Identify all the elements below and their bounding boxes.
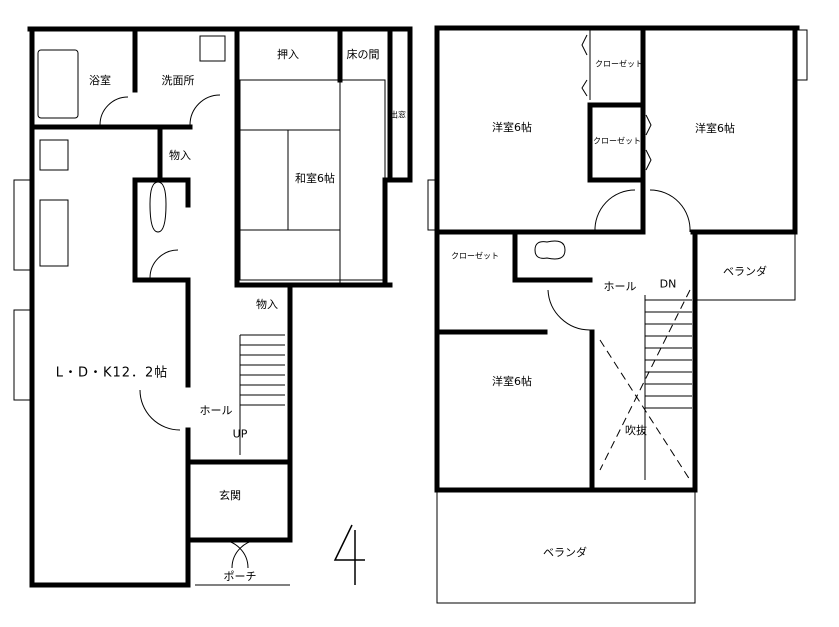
room-label-bathroom: 浴室 xyxy=(89,74,111,87)
room-label-ldk: L・D・K12．2帖 xyxy=(55,365,169,381)
room-label-balcony-large: ベランダ xyxy=(543,546,587,559)
stairs-second-floor xyxy=(644,295,692,480)
room-label-closet-top: クローゼット xyxy=(595,59,643,69)
room-label-storage-lower: 物入 xyxy=(256,298,278,311)
first-floor-details xyxy=(13,35,386,586)
room-label-porch: ポーチ xyxy=(223,570,257,583)
room-label-western-ne: 洋室6帖 xyxy=(695,122,735,135)
room-label-oshiire: 押入 xyxy=(277,48,299,61)
room-label-hall-2f: ホール xyxy=(603,280,637,293)
room-label-bay-window: 出窓 xyxy=(390,110,406,120)
room-label-hall-1f: ホール xyxy=(199,404,233,417)
room-label-closet-mid: クローゼット xyxy=(593,136,641,146)
room-label-balcony-small: ベランダ xyxy=(723,265,767,278)
room-label-closet-left: クローゼット xyxy=(451,251,499,261)
room-label-washroom: 洗面所 xyxy=(161,74,195,87)
room-label-storage-upper: 物入 xyxy=(169,149,191,162)
north-arrow-icon xyxy=(333,524,365,585)
room-label-entrance: 玄関 xyxy=(219,489,241,502)
second-floor-details xyxy=(427,28,808,604)
room-label-tokonoma: 床の間 xyxy=(346,48,380,61)
room-label-japanese-room: 和室6帖 xyxy=(295,172,335,185)
room-label-western-s: 洋室6帖 xyxy=(492,375,532,388)
stairs-first-floor xyxy=(239,334,285,455)
room-label-western-nw: 洋室6帖 xyxy=(492,121,532,134)
stairs-down-label: DN xyxy=(659,277,677,291)
room-label-atrium: 吹抜 xyxy=(625,424,647,437)
stairs-up-label: UP xyxy=(232,427,248,441)
